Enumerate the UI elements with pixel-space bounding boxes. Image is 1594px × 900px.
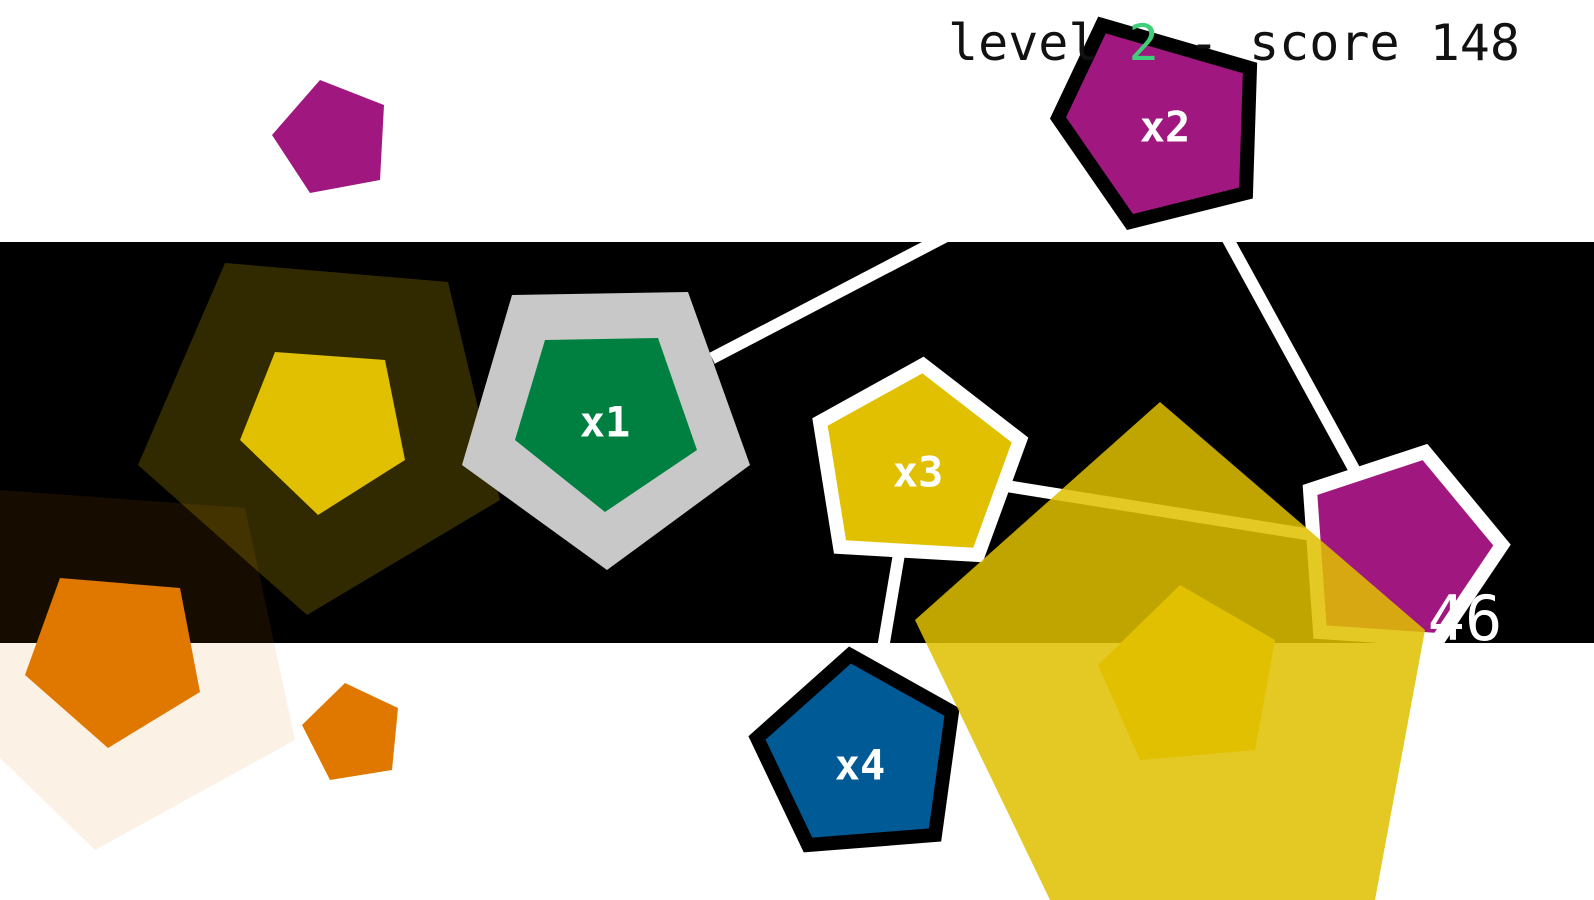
node-x3-label: x3 <box>893 448 944 497</box>
magenta-pentagon-small[interactable] <box>272 80 384 193</box>
node-x4-label: x4 <box>835 741 886 790</box>
orange-pentagon-small[interactable] <box>302 683 398 780</box>
node-x2-label: x2 <box>1140 103 1191 152</box>
countdown-timer: 46 <box>1428 582 1503 655</box>
node-x1[interactable]: x1 <box>515 338 697 512</box>
link-x2-magenta <box>1196 189 1366 483</box>
node-x2[interactable]: x2 <box>1049 16 1258 230</box>
yellow-pentagon[interactable] <box>240 352 405 515</box>
orange-pentagon[interactable] <box>25 578 200 748</box>
node-x1-label: x1 <box>580 398 631 447</box>
link-x1-x2 <box>677 154 1095 381</box>
yellow-player[interactable] <box>1098 585 1275 760</box>
node-x4[interactable]: x4 <box>748 646 960 853</box>
hud-status: level 2 - score 148 <box>948 14 1520 72</box>
node-x3[interactable]: x3 <box>812 356 1029 563</box>
link-x3-x4 <box>872 546 906 680</box>
